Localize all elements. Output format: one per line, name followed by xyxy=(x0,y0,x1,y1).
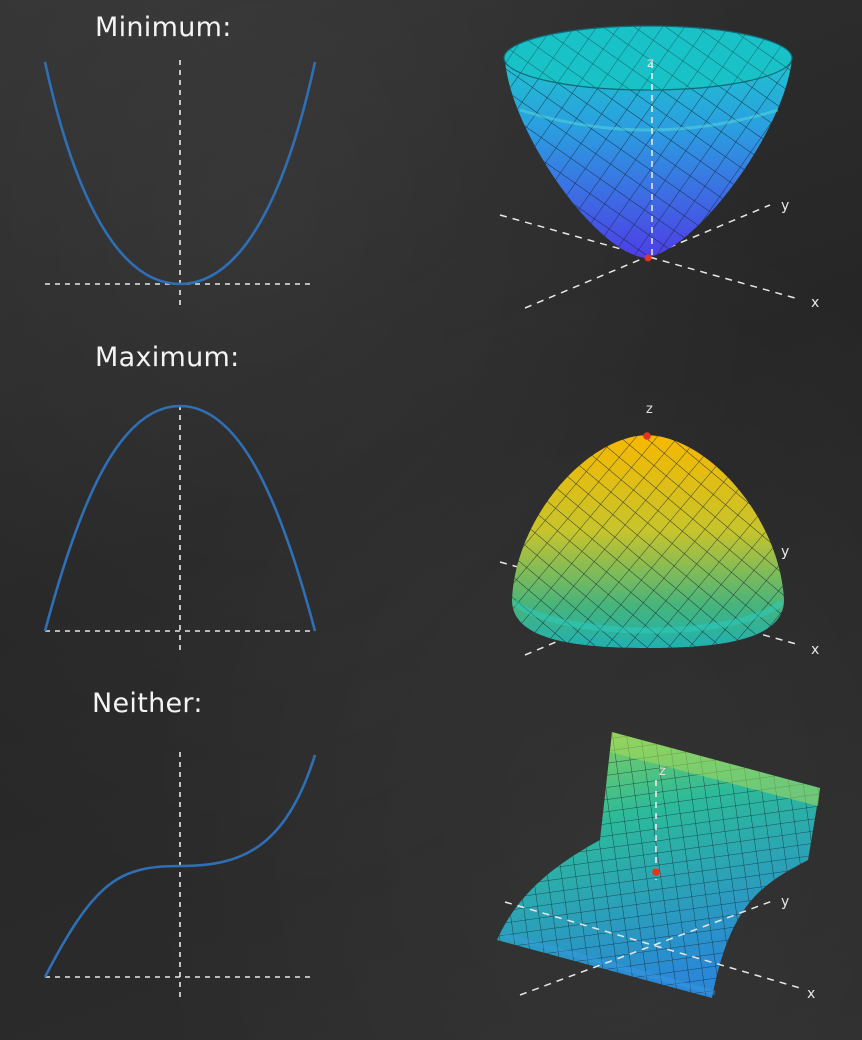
neither-x-label: x xyxy=(807,986,815,1002)
maximum-y-label: y xyxy=(781,544,789,560)
maximum-z-label: z xyxy=(646,402,653,417)
minimum-z-label: z xyxy=(647,56,654,71)
minimum-surface-plot: z y x xyxy=(499,25,819,311)
neither-z-label: z xyxy=(659,764,666,779)
maximum-label: Maximum: xyxy=(95,342,240,373)
minimum-critical-point xyxy=(644,254,652,262)
neither-y-label: y xyxy=(781,894,789,910)
minimum-curve-plot xyxy=(43,60,317,305)
neither-label: Neither: xyxy=(92,688,203,719)
neither-y-axis xyxy=(519,899,776,996)
maximum-critical-point xyxy=(643,432,651,440)
neither-inflection-mesh xyxy=(497,732,820,998)
neither-critical-point xyxy=(652,868,660,876)
minimum-bowl-mesh xyxy=(505,55,792,258)
maximum-dome-mesh xyxy=(512,435,784,648)
minimum-curve xyxy=(43,61,317,286)
maximum-curve-plot xyxy=(43,404,317,655)
maximum-x-label: x xyxy=(811,642,819,658)
neither-curve xyxy=(43,754,317,978)
neither-surface-plot: z y x xyxy=(497,732,820,1002)
maximum-curve xyxy=(43,404,317,632)
minimum-y-label: y xyxy=(781,198,789,214)
neither-curve-plot xyxy=(43,752,317,1002)
maximum-surface-plot: z y x xyxy=(499,402,819,658)
minimum-x-label: x xyxy=(811,295,819,311)
minimum-label: Minimum: xyxy=(95,12,232,43)
